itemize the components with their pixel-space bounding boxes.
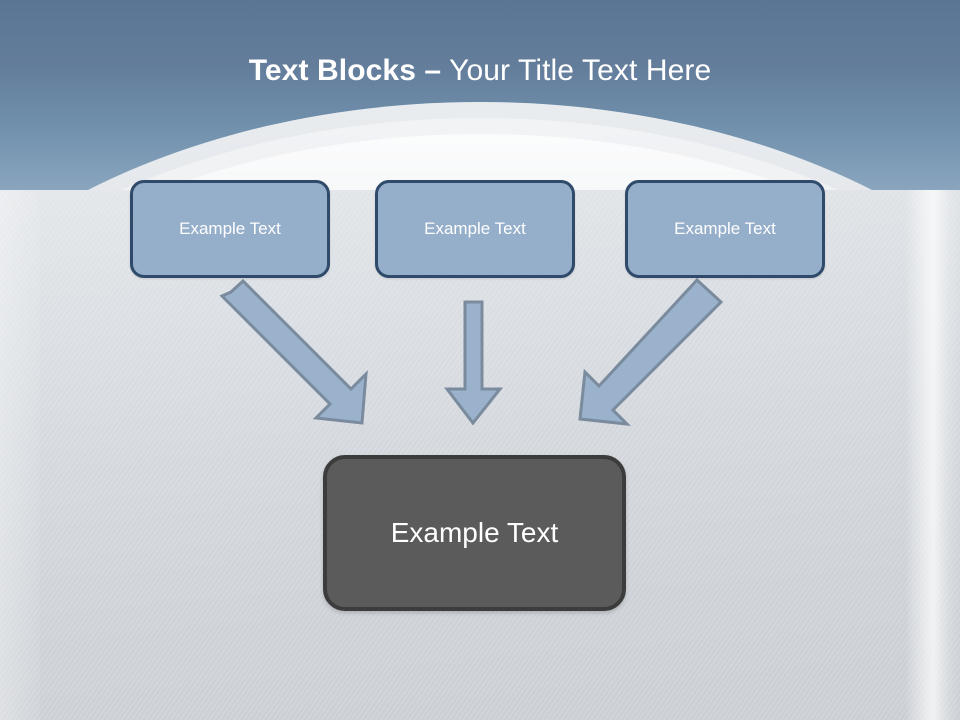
text-block-3[interactable]: Example Text <box>625 180 825 278</box>
text-block-1[interactable]: Example Text <box>130 180 330 278</box>
page-title: Text Blocks – Your Title Text Here <box>0 52 960 90</box>
result-text-block-label: Example Text <box>390 517 559 548</box>
text-block-3-label: Example Text <box>674 219 776 238</box>
text-block-2-label: Example Text <box>424 219 526 238</box>
result-text-block[interactable]: Example Text <box>323 455 626 611</box>
slide-header <box>0 0 960 190</box>
text-block-2[interactable]: Example Text <box>375 180 575 278</box>
page-title-light: Your Title Text Here <box>441 54 712 87</box>
page-title-bold: Text Blocks – <box>248 54 442 87</box>
text-block-1-label: Example Text <box>179 219 281 238</box>
